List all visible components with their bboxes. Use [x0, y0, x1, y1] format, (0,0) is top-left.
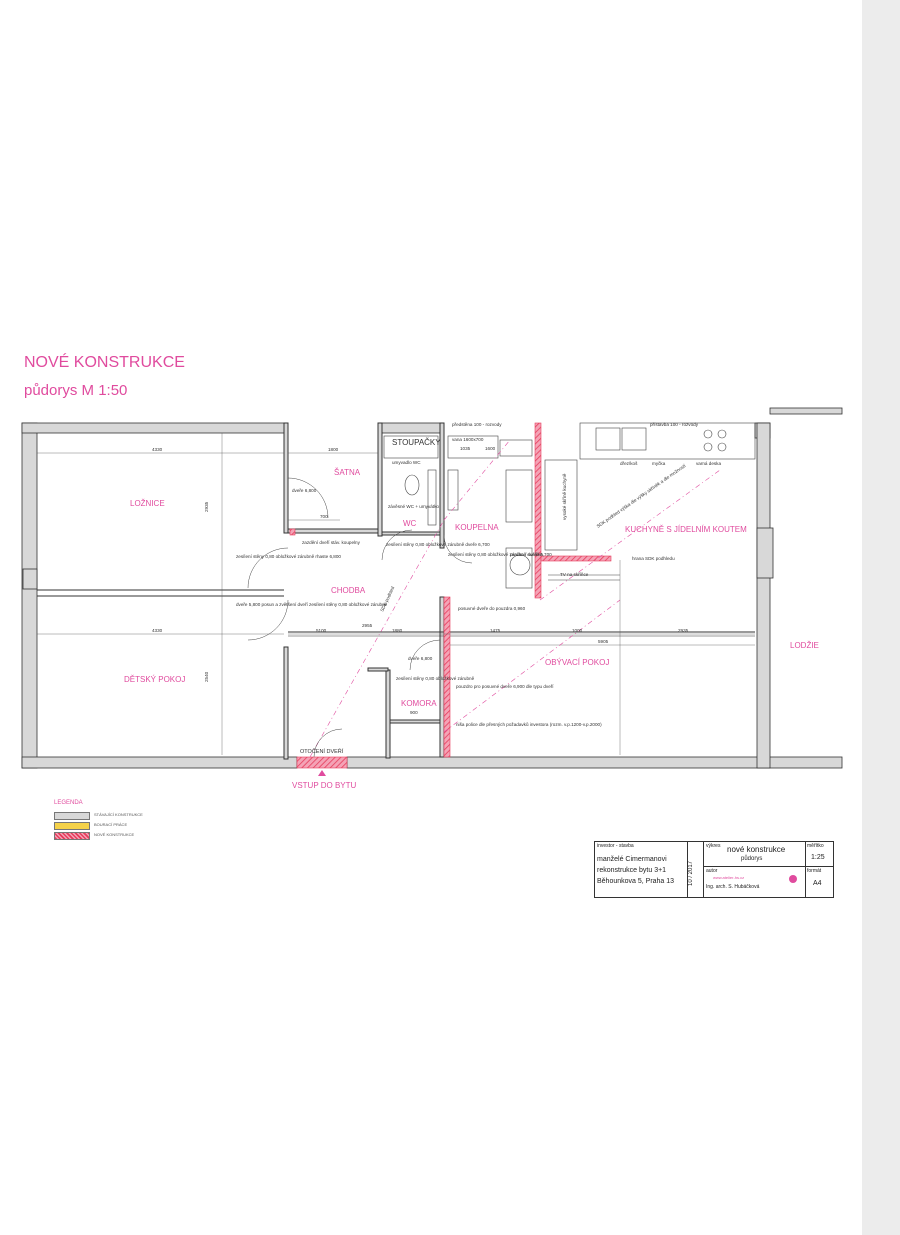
note-dvere-komora: dveře 6,800 [408, 656, 433, 661]
note-dvere-satna: dveře 6,800 [292, 488, 317, 493]
drawing-sheet [0, 0, 862, 1235]
note-mycka: myčka [652, 461, 666, 466]
note-predstena: předstěna 100 - rozvody [452, 422, 502, 427]
note-vysoke-skrine: vysoké skříně kuchyně [562, 473, 567, 520]
entry-arrow-icon [318, 770, 326, 776]
dim-5100: 5100 [316, 628, 327, 633]
note-pracka: pračka / sušička [510, 552, 543, 557]
dim-1035: 1035 [460, 446, 471, 451]
room-label-lodzie: LODŽIE [790, 641, 819, 650]
dim-900: 900 [410, 710, 418, 715]
room-label-satna: ŠATNA [334, 468, 361, 477]
note-zesileni-komora: zesílení stěny 0,80 obložkové zárubně [396, 676, 475, 681]
legend-item-demolition: BOURACÍ PRÁCE [54, 822, 194, 830]
note-pristavba: přístavba 100 - rozvody [650, 422, 699, 427]
page-subtitle: půdorys M 1:50 [24, 382, 128, 399]
fittings [383, 422, 756, 589]
room-label-chodba: CHODBA [331, 586, 366, 595]
new-constructions [289, 422, 612, 769]
note-nika: niša police dle přesných požadavků inves… [456, 721, 602, 727]
note-sdk-podhled: SDK podhled [379, 585, 395, 612]
room-label-stoupacky: STOUPAČKY [392, 438, 441, 447]
room-label-detsky-pokoj: DĚTSKÝ POKOJ [124, 675, 185, 684]
legend-label: STÁVAJÍCÍ KONSTRUKCE [94, 812, 143, 817]
page-title: NOVÉ KONSTRUKCE [24, 354, 185, 371]
legend-item-new: NOVÉ KONSTRUKCE [54, 832, 194, 840]
tb-drawing-label: výkres [706, 843, 721, 849]
note-zavesne-wc: závěsné WC + umyvátko [388, 504, 439, 509]
tb-drawing-sub: půdorys [741, 856, 763, 862]
note-drez: dřez/koš [620, 461, 638, 466]
tb-scale: 1:25 [811, 854, 825, 861]
interior-walls [37, 422, 755, 760]
legend-swatch-new [54, 832, 90, 840]
room-label-loznice: LOŽNICE [130, 499, 165, 508]
room-label-obyvaci-pokoj: OBÝVACÍ POKOJ [545, 658, 609, 667]
legend-label: NOVÉ KONSTRUKCE [94, 832, 135, 837]
dim-700: 700 [320, 514, 328, 519]
tb-scale-label: měřítko [807, 843, 824, 849]
tb-web: www.atelier-hs.cz [713, 875, 745, 880]
dim-2935: 2935 [678, 628, 689, 633]
title-block: investor - stavba manželé Cimermanovi re… [594, 841, 834, 898]
legend-label: BOURACÍ PRÁCE [94, 822, 128, 827]
note-zesileni-chodba: zesílení stěny 0,80 obložkové zárubně rh… [236, 554, 341, 559]
door-swings [247, 477, 473, 758]
tb-drawing-title: nové konstrukce [727, 845, 786, 854]
note-pouzdro: pouzdro pro posuvné dveře 6,900 dle typu… [456, 684, 554, 689]
dim-2540: 2540 [204, 671, 209, 682]
tb-logo-icon [789, 875, 797, 883]
tb-date: 10 / 2017 [688, 860, 694, 886]
dim-4330-bottom: 4330 [152, 628, 163, 633]
tb-author: Ing. arch. S. Hubáčková [706, 884, 760, 890]
outer-walls [21, 407, 843, 769]
note-umyvadlo-wc: umyvadlo WC [392, 460, 421, 465]
note-sdk-obklad: hrana SDK podhledu [632, 556, 675, 561]
tb-format-label: formát [807, 868, 822, 874]
room-label-komora: KOMORA [401, 699, 437, 708]
tb-project: rekonstrukce bytu 3+1 [597, 867, 667, 874]
dim-5905: 5905 [598, 639, 609, 644]
room-label-vstup: VSTUP DO BYTU [292, 781, 357, 790]
dim-1800: 1800 [328, 447, 339, 452]
tb-investor-label: investor - stavba [597, 843, 634, 849]
legend-item-existing: STÁVAJÍCÍ KONSTRUKCE [54, 812, 194, 820]
legend-swatch-existing [54, 812, 90, 820]
note-vana: vana 1600x700 [452, 437, 484, 442]
label-otoceni-dveri: OTOČENÍ DVEŘÍ [300, 747, 344, 755]
note-varna: varná deska [696, 461, 721, 466]
room-label-wc: WC [403, 519, 417, 528]
note-posuvne-dvere: posuvné dveře do pouzdra 0,960 [458, 606, 526, 611]
note-zesileni-wc: zesílení stěny 0,80 obložkové zárubně dv… [386, 542, 490, 547]
dim-1600: 1600 [485, 446, 496, 451]
dim-2955: 2955 [362, 623, 373, 628]
tb-author-label: autor [706, 868, 718, 874]
room-label-koupelna: KOUPELNA [455, 523, 499, 532]
legend-swatch-demolition [54, 822, 90, 830]
scan-edge [862, 0, 900, 1235]
sdk-lines [309, 439, 721, 758]
room-label-kuchyne: KUCHYNĚ S JÍDELNÍM KOUTEM [625, 525, 747, 534]
note-nedeni-koupelna: zesílení stěny 0,80 obložkové zárubně dv… [448, 552, 552, 557]
dim-1880: 1880 [392, 628, 403, 633]
tb-address: Běhounkova 5, Praha 13 [597, 878, 675, 885]
dimension-lines [37, 433, 755, 755]
dim-1000: 1000 [572, 628, 583, 633]
note-sdk-vyska: SDK podhled výška dle výšky skříněk a dl… [596, 463, 688, 529]
tb-format: A4 [813, 880, 822, 887]
dim-2935-vertical: 2935 [204, 501, 209, 512]
note-dvere-posun: dveře 5,800 posun a zvětšení dveří zesíl… [236, 602, 388, 607]
dim-1475: 1475 [490, 628, 501, 633]
dim-4330-top: 4330 [152, 447, 163, 452]
note-zazdit-dvere: zazdění dveří stáv. koupelny [302, 540, 361, 545]
legend-title: LEGENDA [54, 800, 83, 806]
tb-investor: manželé Cimermanovi [597, 856, 667, 863]
note-tv: TV na skříňce [560, 572, 589, 577]
